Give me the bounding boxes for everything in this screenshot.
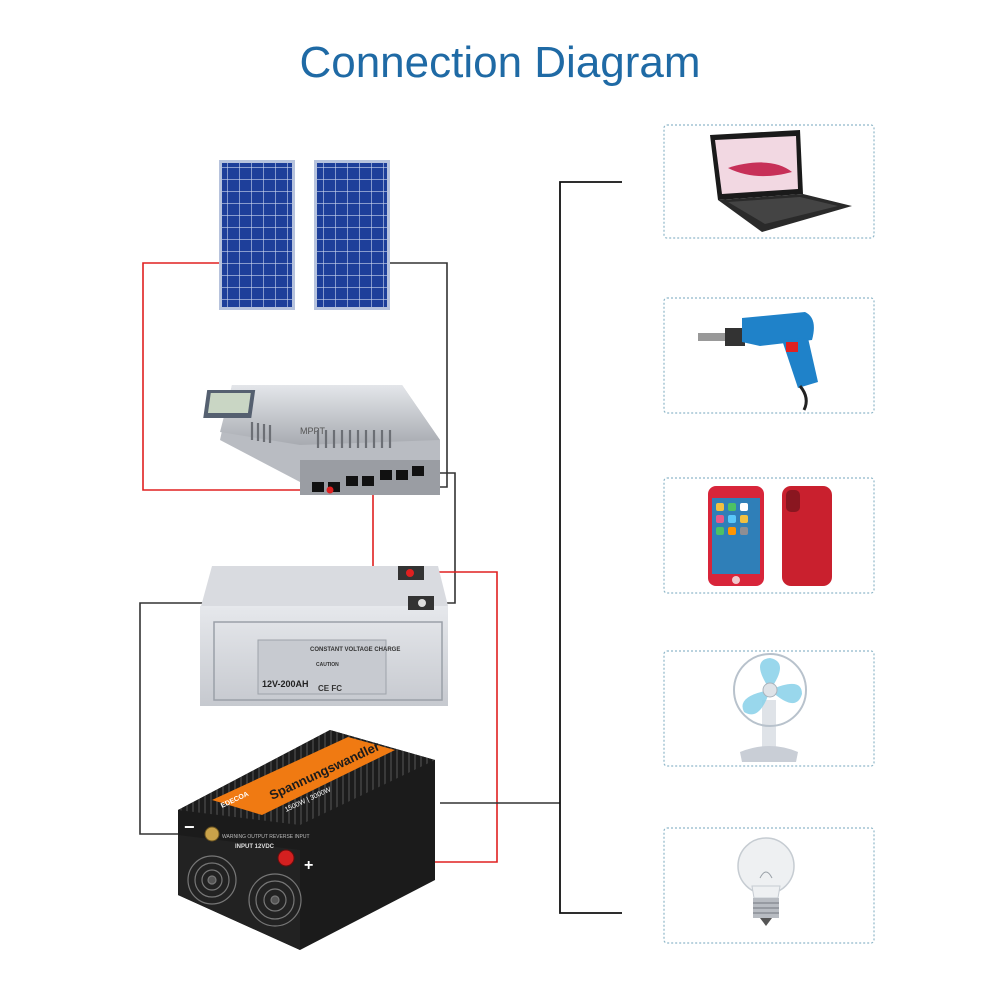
solar-panel-left [219, 160, 295, 310]
inverter-plus-sign: + [304, 857, 313, 874]
electric-drill-icon [698, 312, 818, 411]
laptop-icon [710, 130, 852, 232]
inverter-panel-text: WARNING OUTPUT REVERSE INPUT [222, 834, 310, 840]
controller-label: MPPT [300, 426, 326, 436]
smartphone-icon [708, 486, 832, 586]
load-box-smartphone [663, 477, 875, 594]
battery-certs: CE FC [318, 684, 342, 693]
wire-inverter-negative [139, 602, 205, 835]
load-box-electric-drill [663, 297, 875, 414]
inverter: Spannungswandler EDECOA 1500W | 3000W WA… [178, 730, 435, 950]
electric-fan-icon [733, 653, 807, 762]
battery: CONSTANT VOLTAGE CHARGE CAUTION 12V-200A… [200, 566, 448, 706]
inverter-minus-sign: − [184, 817, 195, 837]
battery-capacity: 12V-200AH [262, 679, 309, 689]
solar-panel-right [314, 160, 390, 310]
solar-panels [219, 160, 390, 310]
inverter-negative-terminal [204, 826, 220, 842]
wire-battery-positive [372, 485, 410, 573]
wire-panel-positive [142, 262, 330, 491]
battery-header: CONSTANT VOLTAGE CHARGE [310, 647, 400, 653]
inverter-positive-terminal [277, 849, 295, 867]
charge-controller: MPPT [203, 385, 440, 495]
fan-grille-right [248, 873, 302, 927]
battery-caution: CAUTION [316, 662, 339, 668]
light-bulb-icon [737, 837, 795, 926]
fan-grille-left [187, 855, 237, 905]
load-boxes [663, 124, 875, 944]
inverter-input: INPUT 12VDC [235, 844, 275, 850]
wire-load-bus [559, 181, 622, 914]
diagram-title: Connection Diagram [299, 38, 701, 87]
